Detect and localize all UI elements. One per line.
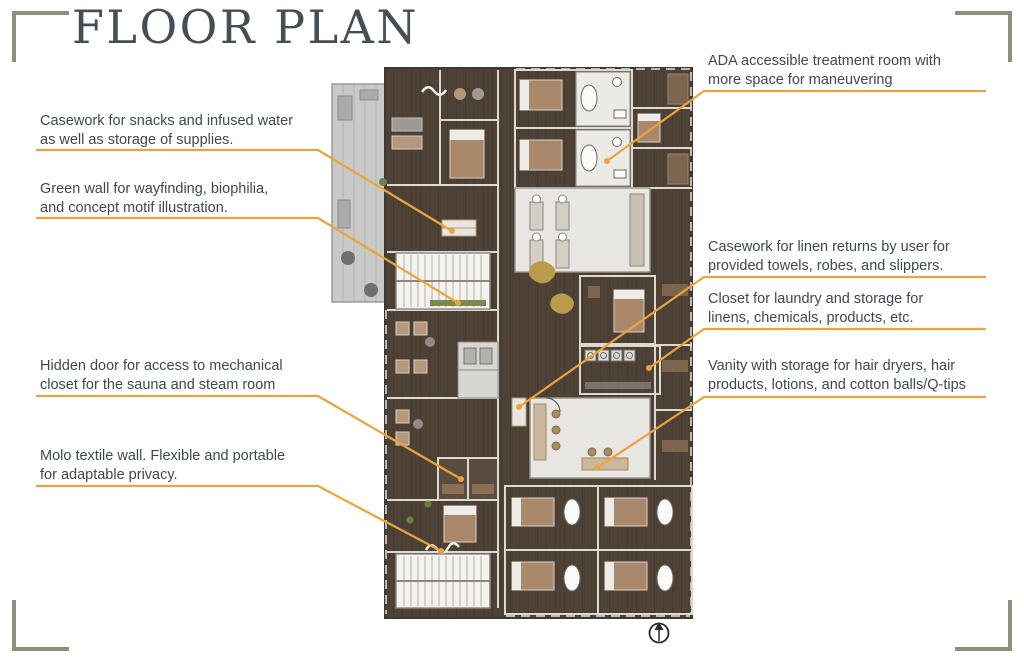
annotation-casework-linen: Casework for linen returns by user for p… (708, 239, 950, 274)
terrace-annex (331, 83, 388, 303)
treatment-suite (514, 187, 651, 273)
vanity-room (529, 397, 651, 479)
annotation-laundry-closet: Closet for laundry and storage for linen… (708, 291, 924, 326)
linen-casework (511, 397, 527, 427)
frame-corner-top-left (12, 11, 69, 62)
frame-corner-bottom-left (12, 600, 69, 651)
sauna-steam-rooms (437, 457, 499, 501)
annotation-ada-room: ADA accessible treatment room with more … (708, 53, 941, 88)
annotation-green-wall: Green wall for wayfinding, biophilia, an… (40, 181, 269, 216)
guest-rooms-bottom (504, 485, 693, 615)
snacks-casework (441, 219, 477, 237)
page-title: FLOOR PLAN (72, 0, 420, 54)
frame-corner-bottom-right (955, 600, 1012, 651)
mechanical-closet (457, 341, 499, 399)
frame-corner-top-right (955, 11, 1012, 62)
annotation-casework-snacks: Casework for snacks and infused water as… (40, 113, 294, 148)
stairwell-lower (395, 553, 491, 609)
annotation-vanity: Vanity with storage for hair dryers, hai… (708, 358, 966, 393)
annotation-molo-wall: Molo textile wall. Flexible and portable… (40, 448, 286, 483)
green-wall (430, 300, 486, 306)
upper-lounge (391, 86, 485, 179)
annotation-hidden-door: Hidden door for access to mechanical clo… (40, 358, 283, 393)
floor-plan (331, 67, 693, 619)
